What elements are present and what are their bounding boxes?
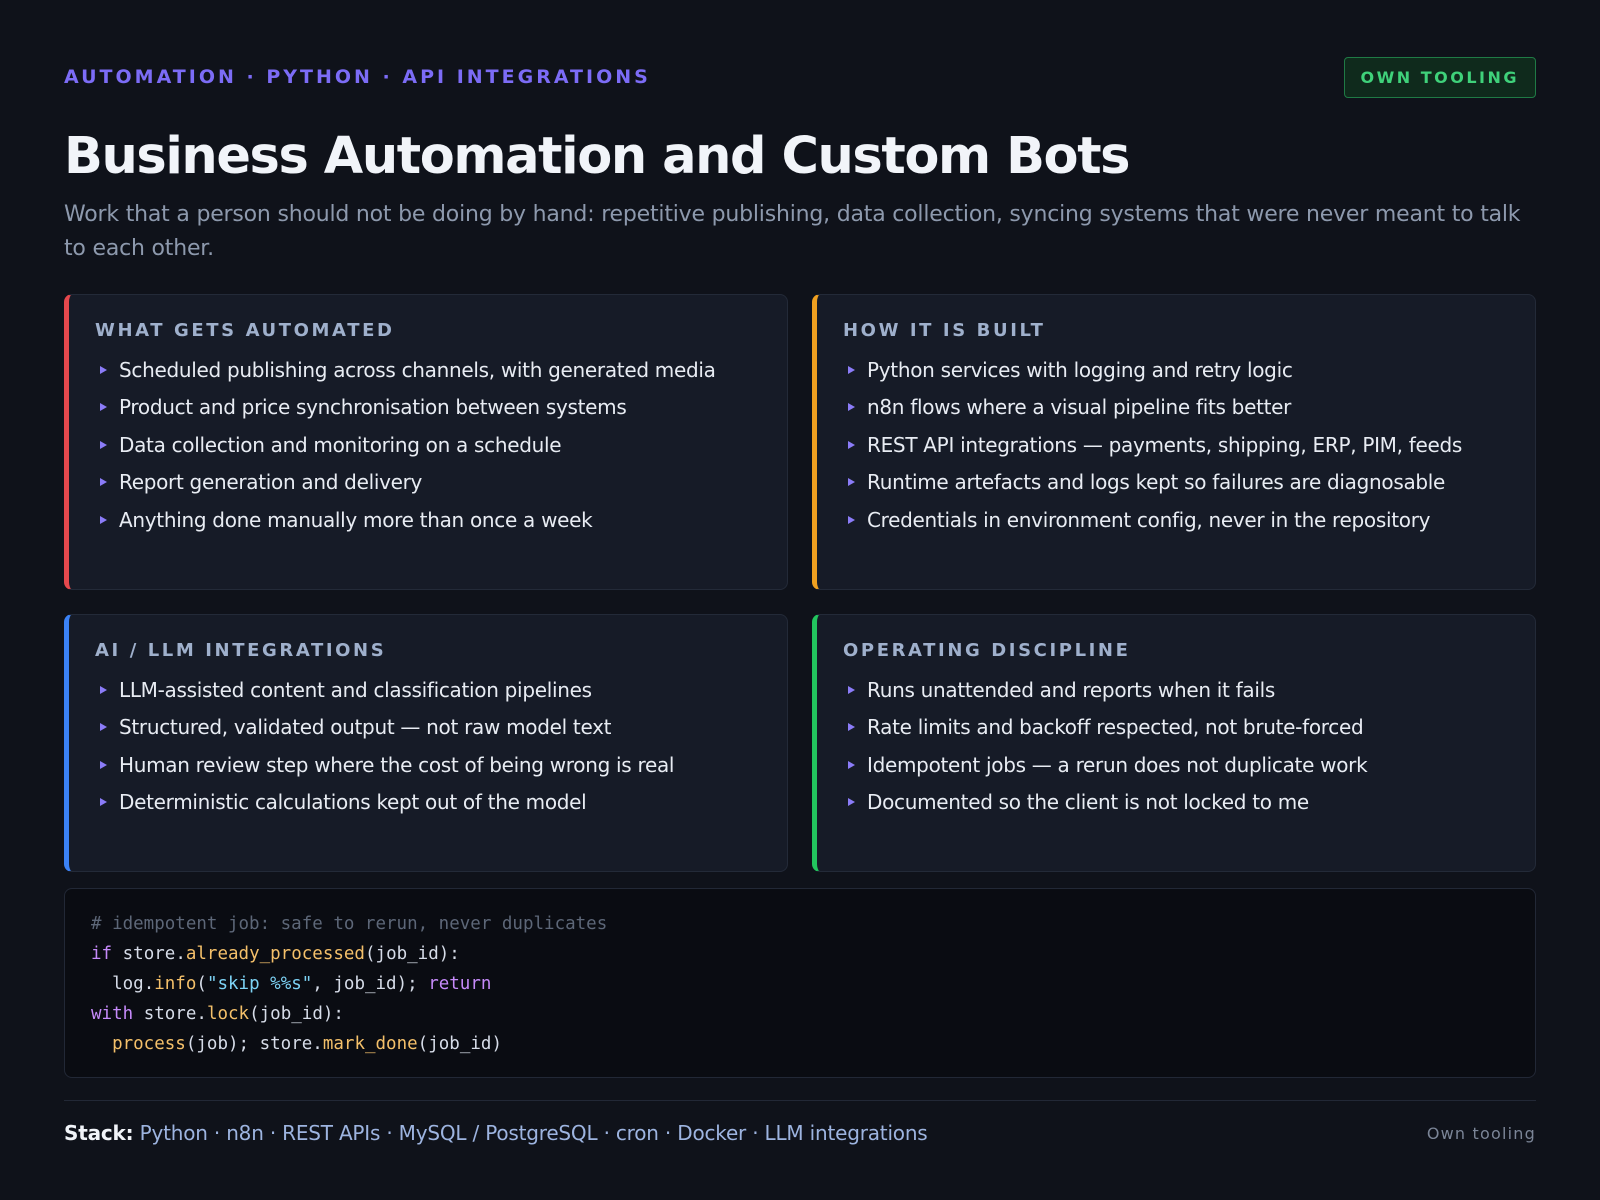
list-item: Deterministic calculations kept out of t… (95, 784, 761, 822)
code-token: job (196, 1034, 228, 1054)
card-list: Python services with logging and retry l… (843, 351, 1509, 539)
triangle-bullet-icon (848, 760, 855, 769)
list-item: Runtime artefacts and logs kept so failu… (843, 464, 1509, 502)
eyebrow-tagline: AUTOMATION · PYTHON · API INTEGRATIONS (64, 66, 651, 88)
list-item-text: n8n flows where a visual pipeline fits b… (867, 395, 1292, 420)
card-operating-discipline: OPERATING DISCIPLINE Runs unattended and… (812, 614, 1536, 872)
list-item: Documented so the client is not locked t… (843, 784, 1509, 822)
footer: Stack: Python · n8n · REST APIs · MySQL … (64, 1121, 1536, 1145)
list-item: Runs unattended and reports when it fail… (843, 671, 1509, 709)
list-item-text: Product and price synchronisation betwee… (119, 395, 627, 420)
code-token: job_id (375, 944, 439, 964)
list-item-text: Human review step where the cost of bein… (119, 752, 675, 777)
list-item-text: Deterministic calculations kept out of t… (119, 790, 587, 815)
code-keyword: if (91, 944, 113, 964)
header-topline: AUTOMATION · PYTHON · API INTEGRATIONS O… (64, 56, 1536, 98)
code-keyword: return (428, 974, 492, 994)
code-token: store (122, 944, 176, 964)
list-item: Data collection and monitoring on a sche… (95, 426, 761, 464)
triangle-bullet-icon (100, 515, 107, 524)
list-item-text: Idempotent jobs — a rerun does not dupli… (867, 752, 1368, 777)
triangle-bullet-icon (848, 515, 855, 524)
card-what-gets-automated: WHAT GETS AUTOMATED Scheduled publishing… (64, 294, 788, 590)
own-tooling-badge: OWN TOOLING (1343, 56, 1536, 98)
code-token: log (112, 974, 144, 994)
triangle-bullet-icon (100, 723, 107, 732)
triangle-bullet-icon (100, 798, 107, 807)
list-item: Structured, validated output — not raw m… (95, 709, 761, 747)
triangle-bullet-icon (848, 685, 855, 694)
page-title: Business Automation and Custom Bots (64, 127, 1131, 186)
card-ai-llm-integrations: AI / LLM INTEGRATIONS LLM-assisted conte… (64, 614, 788, 872)
triangle-bullet-icon (848, 365, 855, 374)
list-item: Product and price synchronisation betwee… (95, 389, 761, 427)
list-item-text: Documented so the client is not locked t… (867, 790, 1309, 815)
list-item-text: LLM-assisted content and classification … (119, 677, 592, 702)
card-list: Scheduled publishing across channels, wi… (95, 351, 761, 539)
list-item-text: Python services with logging and retry l… (867, 357, 1293, 382)
list-item-text: Anything done manually more than once a … (119, 507, 593, 532)
list-item: REST API integrations — payments, shippi… (843, 426, 1509, 464)
list-item: Report generation and delivery (95, 464, 761, 502)
list-item: Scheduled publishing across channels, wi… (95, 351, 761, 389)
triangle-bullet-icon (100, 440, 107, 449)
triangle-bullet-icon (100, 403, 107, 412)
code-string: "skip %%s" (206, 974, 313, 994)
footer-divider (64, 1100, 1536, 1101)
card-title: AI / LLM INTEGRATIONS (95, 640, 387, 661)
list-item: n8n flows where a visual pipeline fits b… (843, 389, 1509, 427)
list-item: Python services with logging and retry l… (843, 351, 1509, 389)
triangle-bullet-icon (848, 798, 855, 807)
list-item: Anything done manually more than once a … (95, 501, 761, 539)
feature-grid: WHAT GETS AUTOMATED Scheduled publishing… (64, 294, 1536, 872)
list-item: Credentials in environment config, never… (843, 501, 1509, 539)
code-function: info (154, 974, 197, 994)
list-item-text: Structured, validated output — not raw m… (119, 715, 612, 740)
triangle-bullet-icon (100, 685, 107, 694)
triangle-bullet-icon (848, 403, 855, 412)
code-token: job_id (428, 1034, 492, 1054)
list-item-text: Scheduled publishing across channels, wi… (119, 357, 716, 382)
list-item-text: Data collection and monitoring on a sche… (119, 432, 562, 457)
card-list: Runs unattended and reports when it fail… (843, 671, 1509, 821)
list-item-text: Runtime artefacts and logs kept so failu… (867, 470, 1446, 495)
list-item: LLM-assisted content and classification … (95, 671, 761, 709)
triangle-bullet-icon (100, 760, 107, 769)
code-token: store (259, 1034, 313, 1054)
list-item: Human review step where the cost of bein… (95, 746, 761, 784)
triangle-bullet-icon (100, 365, 107, 374)
card-how-it-is-built: HOW IT IS BUILT Python services with log… (812, 294, 1536, 590)
page-subtitle: Work that a person should not be doing b… (64, 202, 1521, 261)
list-item: Idempotent jobs — a rerun does not dupli… (843, 746, 1509, 784)
code-function: process (112, 1034, 186, 1054)
code-function: already_processed (185, 944, 365, 964)
card-title: HOW IT IS BUILT (843, 320, 1046, 341)
code-function: lock (206, 1004, 250, 1024)
tech-stack: Stack: Python · n8n · REST APIs · MySQL … (64, 1121, 928, 1145)
list-item-text: Runs unattended and reports when it fail… (867, 677, 1275, 702)
list-item: Rate limits and backoff respected, not b… (843, 709, 1509, 747)
list-item-text: Rate limits and backoff respected, not b… (867, 715, 1364, 740)
list-item-text: Credentials in environment config, never… (867, 507, 1431, 532)
stack-label: Stack: (64, 1121, 134, 1145)
code-block: # idempotent job: safe to rerun, never d… (64, 888, 1536, 1078)
stack-items: Python · n8n · REST APIs · MySQL / Postg… (139, 1121, 928, 1145)
triangle-bullet-icon (848, 723, 855, 732)
triangle-bullet-icon (848, 478, 855, 487)
list-item-text: REST API integrations — payments, shippi… (867, 432, 1463, 457)
card-title: OPERATING DISCIPLINE (843, 640, 1131, 661)
footer-note: Own tooling (1426, 1123, 1536, 1143)
code-comment: # idempotent job: safe to rerun, never d… (91, 914, 608, 934)
triangle-bullet-icon (100, 478, 107, 487)
code-function: mark_done (322, 1034, 418, 1054)
card-title: WHAT GETS AUTOMATED (95, 320, 395, 341)
code-token: job_id (259, 1004, 323, 1024)
list-item-text: Report generation and delivery (119, 470, 423, 495)
code-token: store (143, 1004, 197, 1024)
triangle-bullet-icon (848, 440, 855, 449)
code-token: job_id (333, 974, 397, 994)
code-keyword: with (91, 1004, 134, 1024)
card-list: LLM-assisted content and classification … (95, 671, 761, 821)
